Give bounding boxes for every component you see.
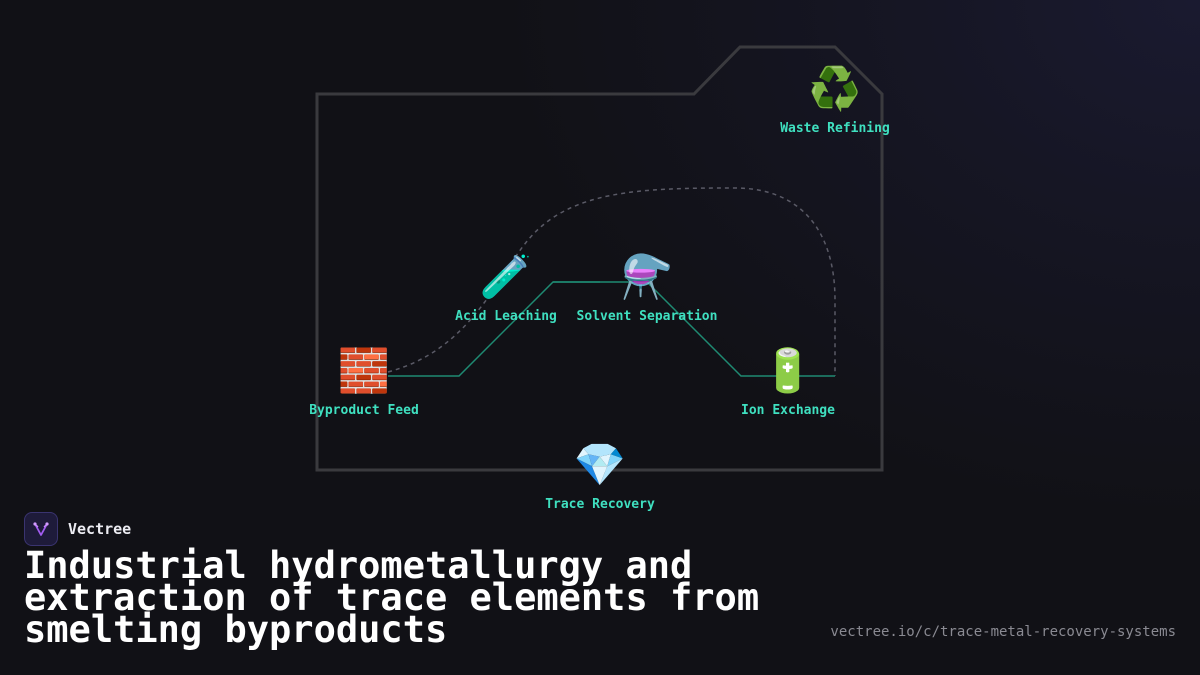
test-tube-icon: 🧪	[479, 252, 533, 301]
battery-icon: 🔋	[761, 346, 815, 395]
node-label-ion-exchange: Ion Exchange	[741, 403, 835, 418]
node-label-waste-refining: Waste Refining	[780, 121, 890, 136]
edge-feed-to-ion-exchange-dashed	[387, 187, 836, 376]
brick-icon: 🧱	[337, 346, 391, 395]
brand-name: Vectree	[68, 520, 132, 538]
alembic-flask-icon: ⚗️	[620, 252, 674, 301]
node-label-solvent-separation: Solvent Separation	[576, 309, 718, 324]
brand: Vectree	[24, 512, 131, 546]
folder-frame	[315, 45, 884, 472]
node-label-acid-leaching: Acid Leaching	[455, 309, 557, 324]
recycle-icon: ♻️	[808, 64, 862, 113]
edge-solvent-separation-to-ion-exchange	[646, 281, 835, 377]
node-label-trace-recovery: Trace Recovery	[545, 497, 655, 512]
page-title: Industrial hydrometallurgy and extractio…	[24, 544, 760, 651]
node-label-byproduct-feed: Byproduct Feed	[309, 403, 419, 418]
gem-icon: 💎	[573, 440, 627, 489]
vectree-logo-icon	[24, 512, 58, 546]
page-url: vectree.io/c/trace-metal-recovery-system…	[830, 624, 1176, 640]
